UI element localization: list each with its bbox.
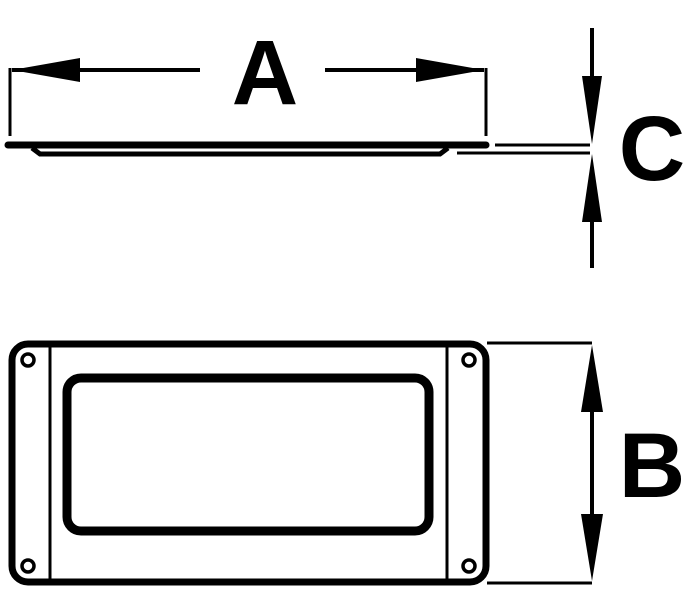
top-plan-view: B xyxy=(8,340,685,586)
outer-flange xyxy=(8,340,490,586)
dimension-b-label: B xyxy=(619,415,685,517)
dimension-c-arrow xyxy=(582,28,602,268)
dimension-c-label: C xyxy=(619,98,685,200)
dimension-a-label: A xyxy=(232,22,298,124)
recessed-pocket xyxy=(62,373,434,536)
screw-hole-icon xyxy=(20,352,36,368)
screw-hole-icon xyxy=(20,558,36,574)
screw-hole-icon xyxy=(461,352,477,368)
dimension-b-arrow xyxy=(581,345,603,581)
screw-hole-icon xyxy=(461,558,477,574)
side-profile-view: A C xyxy=(4,22,685,268)
dimension-a-arrow xyxy=(12,58,484,82)
